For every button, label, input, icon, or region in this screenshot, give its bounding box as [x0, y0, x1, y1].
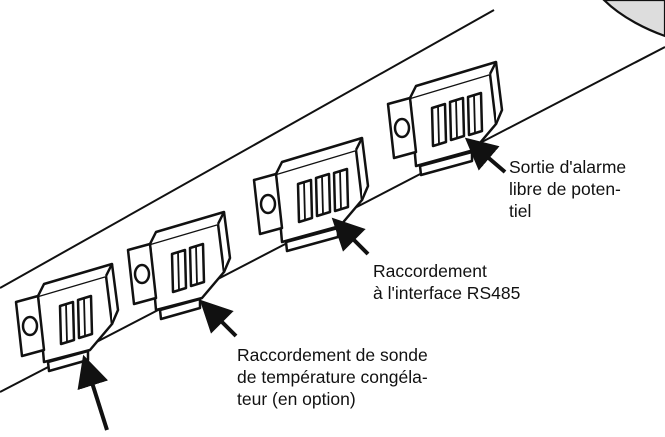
label-sensor-line-2: de température congéla-: [237, 367, 428, 387]
label-rs485: Raccordement à l'interface RS485: [373, 260, 520, 304]
device-corner: [602, 0, 665, 38]
arrow-sensor-sonde: [199, 299, 238, 338]
label-sensor-line-3: teur (en option): [237, 389, 356, 409]
label-rs485-line-1: Raccordement: [373, 261, 487, 281]
label-alarm-line-2: libre de poten-: [509, 179, 621, 199]
terminal-block-sensor: [14, 262, 120, 373]
arrow-rs485: [331, 217, 370, 256]
label-alarm-line-1: Sortie d'alarme: [509, 157, 627, 177]
label-alarm-line-3: tiel: [509, 201, 532, 221]
label-sensor-line-1: Raccordement de sonde: [237, 345, 428, 365]
label-rs485-line-2: à l'interface RS485: [373, 283, 521, 303]
board-top-edge: [0, 9, 495, 289]
terminal-block-rs485: [252, 136, 370, 253]
terminal-block-2: [126, 210, 232, 321]
label-alarm-output: Sortie d'alarme libre de poten- tiel: [509, 156, 626, 222]
terminal-block-alarm: [386, 60, 504, 177]
arrow-sensor-connector: [77, 354, 109, 431]
arrow-alarm: [464, 137, 507, 174]
label-temperature-sensor: Raccordement de sonde de température con…: [237, 344, 428, 410]
